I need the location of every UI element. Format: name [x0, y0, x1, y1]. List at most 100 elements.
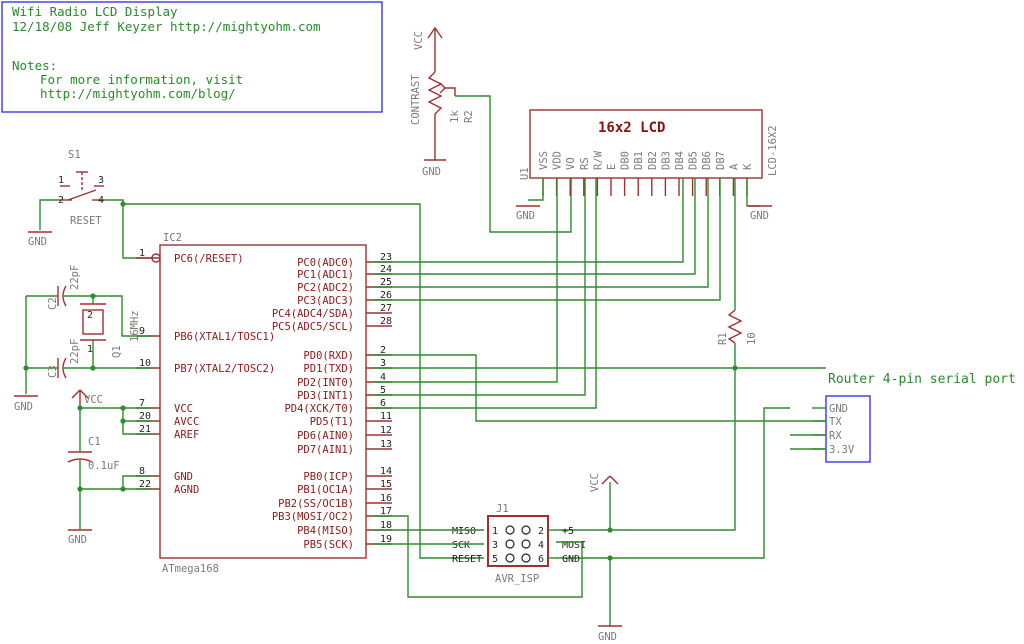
ic-pin-name: PD0(RXD) — [303, 350, 354, 362]
reset-switch: S1 RESET 1 2 3 4 — [58, 149, 104, 227]
notes-title: Wifi Radio LCD Display — [12, 4, 178, 19]
isp-gnd-label: GND — [598, 631, 617, 643]
lcd-title: 16x2 LCD — [598, 120, 665, 136]
lcd-pin-label: DB4 — [674, 151, 686, 170]
ic-pin-name: PB2(SS/OC1B) — [278, 498, 354, 510]
ic-pin-name: PD4(XCK/T0) — [284, 403, 354, 415]
notes-author: 12/18/08 Jeff Keyzer http://mightyohm.co… — [12, 19, 321, 34]
isp-signal-label: GND — [562, 554, 580, 565]
lcd-pin-label: DB7 — [715, 151, 727, 170]
lcd-pin-label: VO — [565, 157, 577, 170]
ic-pin-name: AREF — [174, 429, 199, 441]
crystal-gnd: GND — [14, 401, 33, 413]
j1-label: J1 — [496, 503, 509, 515]
lcd-pin-label: K — [742, 163, 754, 170]
ic-pin-number: 2 — [380, 345, 386, 356]
ic-pin-number: 17 — [380, 506, 392, 517]
ic-pin-number: 12 — [380, 425, 392, 436]
s1-pin1: 1 — [58, 175, 64, 186]
ic-pin-name: AGND — [174, 484, 199, 496]
c3-value: 22pF — [69, 339, 81, 364]
capacitor-c2: C2 22pF — [26, 265, 93, 310]
avr-isp-label: AVR_ISP — [495, 573, 539, 585]
notes-label: Notes: — [12, 58, 57, 73]
ic-pin-number: 26 — [380, 290, 392, 301]
ic-pin-number: 7 — [139, 398, 145, 409]
lcd-pin-label: VDD — [552, 151, 564, 170]
ic-pin-number: 24 — [380, 264, 392, 275]
ic-pin-number: 23 — [380, 252, 392, 263]
ic-pin-name: PC3(ADC3) — [297, 295, 354, 307]
ic-pin-name: PB1(OC1A) — [297, 484, 354, 496]
ic-pin-number: 28 — [380, 316, 392, 327]
ic-pin-number: 3 — [380, 358, 386, 369]
lcd-ref: U1 — [519, 167, 531, 180]
ic-pin-number: 19 — [380, 534, 392, 545]
c2-name: C2 — [47, 297, 59, 310]
switch-gnd: GND — [28, 236, 47, 248]
contrast-potentiometer: VCC CONTRAST 1k R2 GND — [410, 26, 475, 178]
lcd-part: LCD-16X2 — [767, 125, 779, 176]
lcd-pin-label: E — [606, 164, 618, 170]
lcd-pin-label: DB3 — [660, 151, 672, 170]
ic-pin-number: 15 — [380, 479, 392, 490]
ic-pin-name: PB7(XTAL2/TOSC2) — [174, 363, 275, 375]
ic-pin-name: PC0(ADC0) — [297, 257, 354, 269]
lcd-gnd-right: GND — [750, 210, 769, 222]
ic-pin-number: 14 — [380, 466, 392, 477]
lcd-pin-label: R/W — [592, 150, 604, 170]
capacitor-c3: C3 22pF — [26, 339, 93, 379]
ic-pin-name: VCC — [174, 403, 193, 415]
isp-pin-number: 5 — [492, 554, 498, 565]
isp-vcc-label: VCC — [589, 473, 601, 492]
ic-pin-number: 11 — [380, 411, 392, 422]
vcc-decoupling: VCC C1 0.1uF GND — [67, 389, 120, 546]
router-label: Router 4-pin serial port — [828, 372, 1016, 387]
ic-pin-number: 27 — [380, 303, 392, 314]
isp-signal-label: MOSI — [562, 540, 586, 551]
ic-vcc-label: VCC — [84, 394, 103, 406]
r2-name: R2 — [463, 110, 475, 123]
ic-part-label: ATmega168 — [162, 563, 219, 575]
lcd-pin-label: DB0 — [620, 151, 632, 170]
crystal-q1: 2 1 16MHz Q1 — [80, 303, 141, 358]
ic-pin-number: 20 — [139, 411, 151, 422]
pot-gnd-label: GND — [422, 166, 441, 178]
lcd-pin-label: DB6 — [701, 151, 713, 170]
ic-pin-name: PD5(T1) — [310, 416, 354, 428]
ic-pin-number: 18 — [380, 520, 392, 531]
isp-pin-number: 4 — [538, 540, 544, 551]
reset-label: RESET — [70, 215, 102, 227]
lcd-pin-label: DB1 — [633, 151, 645, 170]
lcd-pin-label: RS — [579, 157, 591, 170]
ic-pin-name: GND — [174, 471, 193, 483]
q1-name: Q1 — [111, 345, 123, 358]
ic-pin-name: PB6(XTAL1/TOSC1) — [174, 331, 275, 343]
contrast-label: CONTRAST — [410, 74, 422, 125]
isp-signal-label: RESET — [452, 554, 482, 565]
ic-pin-number: 21 — [139, 424, 151, 435]
ic-pin-number: 13 — [380, 439, 392, 450]
ic-pin-number: 6 — [380, 398, 386, 409]
router-pin-label: 3.3V — [829, 444, 855, 456]
atmega168-ic: IC2 ATmega168 PC6(/RESET)1PB6(XTAL1/TOSC… — [136, 232, 392, 575]
ic-pin-name: PC5(ADC5/SCL) — [272, 321, 354, 333]
ic-pin-number: 10 — [139, 358, 151, 369]
ic2-label: IC2 — [163, 232, 182, 244]
lcd-pin-label: A — [728, 163, 740, 170]
c1-name: C1 — [88, 436, 101, 448]
q1-pin2: 2 — [87, 310, 93, 321]
ic-pin-number: 5 — [380, 385, 386, 396]
isp-pin-number: 2 — [538, 526, 544, 537]
c2-value: 22pF — [69, 265, 81, 290]
ic-pin-number: 9 — [139, 326, 145, 337]
s1-label: S1 — [68, 149, 81, 161]
c1-gnd: GND — [68, 534, 87, 546]
ic-pin-name: AVCC — [174, 416, 199, 428]
ic-pin-name: PB5(SCK) — [303, 539, 354, 551]
router-pin-label: RX — [829, 430, 842, 442]
